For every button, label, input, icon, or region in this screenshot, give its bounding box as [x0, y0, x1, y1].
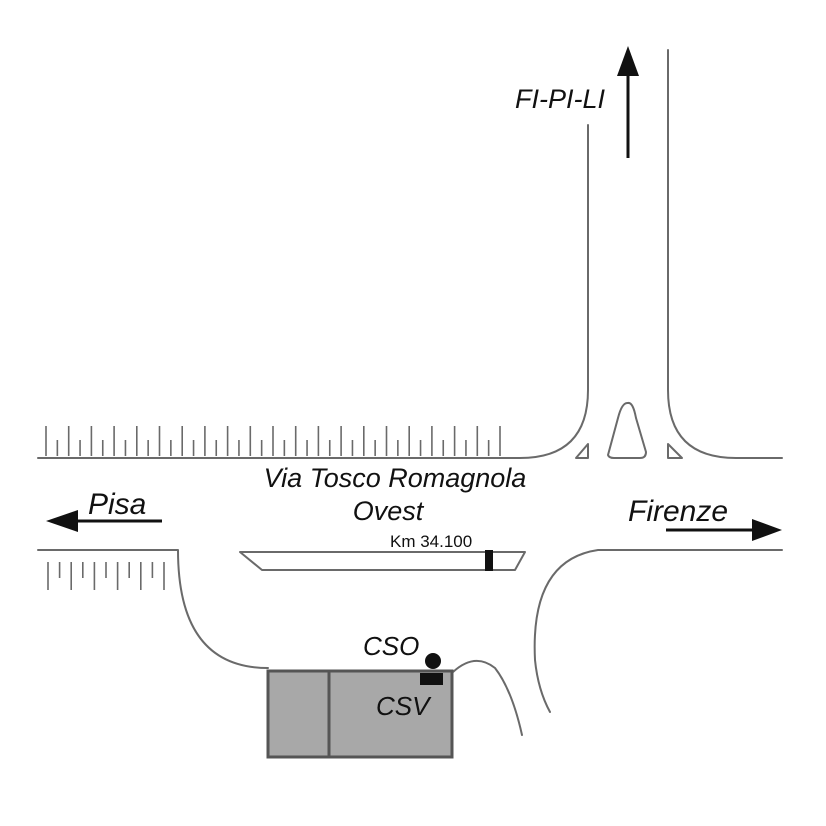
traffic-island-right [667, 443, 683, 459]
filled-circle-icon [425, 653, 441, 669]
traffic-island-center [607, 401, 647, 459]
road-south-east-edge [533, 549, 783, 713]
road-south-west-edge [37, 549, 269, 669]
arrow-up-icon [617, 46, 639, 76]
highway-right-edge [667, 49, 783, 459]
csv-label: CSV [376, 691, 432, 721]
sidewalk-ticks-south [47, 562, 165, 590]
pisa-label: Pisa [88, 488, 146, 521]
arrow-right-icon [752, 519, 782, 541]
fi-pi-li-label: FI-PI-LI [515, 84, 606, 114]
km-post-icon [485, 550, 493, 571]
building [266, 669, 454, 759]
cso-label: CSO [363, 631, 419, 661]
street-name-line2: Ovest [353, 496, 425, 526]
filled-rectangle-icon [420, 673, 443, 685]
median-island [239, 551, 526, 571]
traffic-island-left [575, 443, 589, 459]
sidewalk-ticks-north [45, 426, 501, 456]
building-access-curve [452, 660, 523, 736]
street-name-line1: Via Tosco Romagnola [264, 463, 527, 493]
highway-left-edge [37, 124, 589, 459]
arrow-left-icon [46, 510, 78, 532]
km-marker-label: Km 34.100 [390, 532, 472, 551]
firenze-label: Firenze [628, 495, 728, 528]
